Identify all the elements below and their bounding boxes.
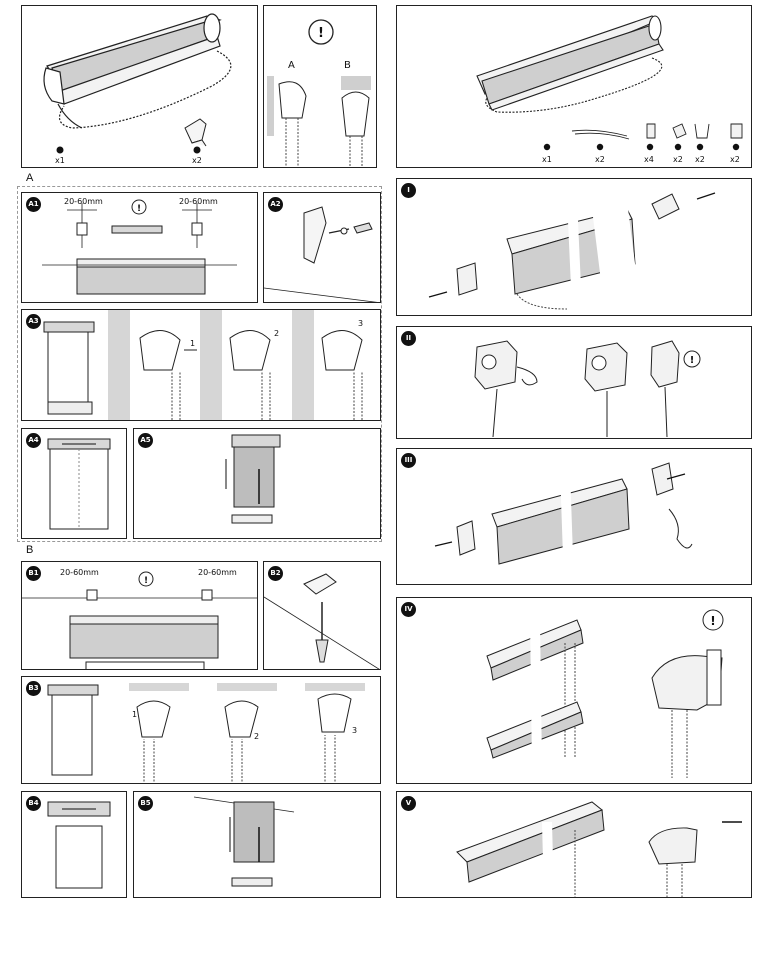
panel-product-contents: x1 x2 xyxy=(21,5,258,168)
measurement-left: 20-60mm xyxy=(64,197,103,206)
section-b-label: B xyxy=(26,544,34,556)
section-a-label: A xyxy=(26,172,34,184)
step-a1-badge: A1 xyxy=(26,197,41,212)
svg-text:!: ! xyxy=(144,576,148,586)
step-ii-panel: II ! xyxy=(396,326,752,439)
step-b4-badge: B4 xyxy=(26,796,41,811)
measurement-left-b: 20-60mm xyxy=(60,568,99,577)
svg-text:!: ! xyxy=(137,204,141,214)
step-v-badge: V xyxy=(401,796,416,811)
step-a3-panel: A3 1 2 3 xyxy=(21,309,381,421)
step-iii-panel: III xyxy=(396,448,752,585)
b3-arrow-number-1: 1 xyxy=(132,710,137,719)
step-ii-badge: II xyxy=(401,331,416,346)
b3-arrow-number-2: 2 xyxy=(254,732,259,741)
svg-text:!: ! xyxy=(318,26,324,41)
step-a1-panel: A1 ! 20-60mm 20-60mm xyxy=(21,192,258,303)
quantity-roller: x1 xyxy=(55,156,65,165)
measurement-right: 20-60mm xyxy=(179,197,218,206)
qty-5: x2 xyxy=(695,155,705,164)
step-v-panel: V xyxy=(396,791,752,898)
step-b4-panel: B4 xyxy=(21,791,127,898)
step-iii-badge: III xyxy=(401,453,416,468)
quantity-bracket: x2 xyxy=(192,156,202,165)
measurement-right-b: 20-60mm xyxy=(198,568,237,577)
arrow-number-1: 1 xyxy=(190,339,195,348)
option-b-label: B xyxy=(344,60,351,71)
step-a4-badge: A4 xyxy=(26,433,41,448)
panel-mount-options: ! A B xyxy=(263,5,377,168)
step-a4-panel: A4 xyxy=(21,428,127,539)
step-a3-badge: A3 xyxy=(26,314,41,329)
step-b1-badge: B1 xyxy=(26,566,41,581)
step-a5-badge: A5 xyxy=(138,433,153,448)
arrow-number-2: 2 xyxy=(274,329,279,338)
step-b5-panel: B5 xyxy=(133,791,381,898)
step-a2-badge: A2 xyxy=(268,197,283,212)
step-iv-badge: IV xyxy=(401,602,416,617)
step-b1-panel: B1 ! 20-60mm 20-60mm xyxy=(21,561,258,670)
step-b5-badge: B5 xyxy=(138,796,153,811)
step-i-badge: I xyxy=(401,183,416,198)
step-i-panel: I xyxy=(396,178,752,316)
qty-3: x4 xyxy=(644,155,654,164)
qty-6: x2 xyxy=(730,155,740,164)
svg-text:!: ! xyxy=(710,614,715,628)
qty-2: x2 xyxy=(595,155,605,164)
svg-text:!: ! xyxy=(690,355,695,366)
step-a2-panel: A2 xyxy=(263,192,381,303)
option-a-label: A xyxy=(288,60,295,71)
step-a5-panel: A5 xyxy=(133,428,381,539)
qty-4: x2 xyxy=(673,155,683,164)
step-b3-panel: B3 1 2 3 xyxy=(21,676,381,784)
warning-icon xyxy=(308,19,334,45)
roller-blind-illustration xyxy=(43,13,232,154)
b3-arrow-number-3: 3 xyxy=(352,726,357,735)
step-b3-badge: B3 xyxy=(26,681,41,696)
section-a-frame xyxy=(17,186,382,542)
arrow-number-3: 3 xyxy=(358,319,363,328)
step-b2-panel: B2 xyxy=(263,561,381,670)
qty-1: x1 xyxy=(542,155,552,164)
panel-kit-contents: x1 x2 x4 x2 x2 x2 xyxy=(396,5,752,168)
step-iv-panel: IV ! xyxy=(396,597,752,784)
step-b2-badge: B2 xyxy=(268,566,283,581)
